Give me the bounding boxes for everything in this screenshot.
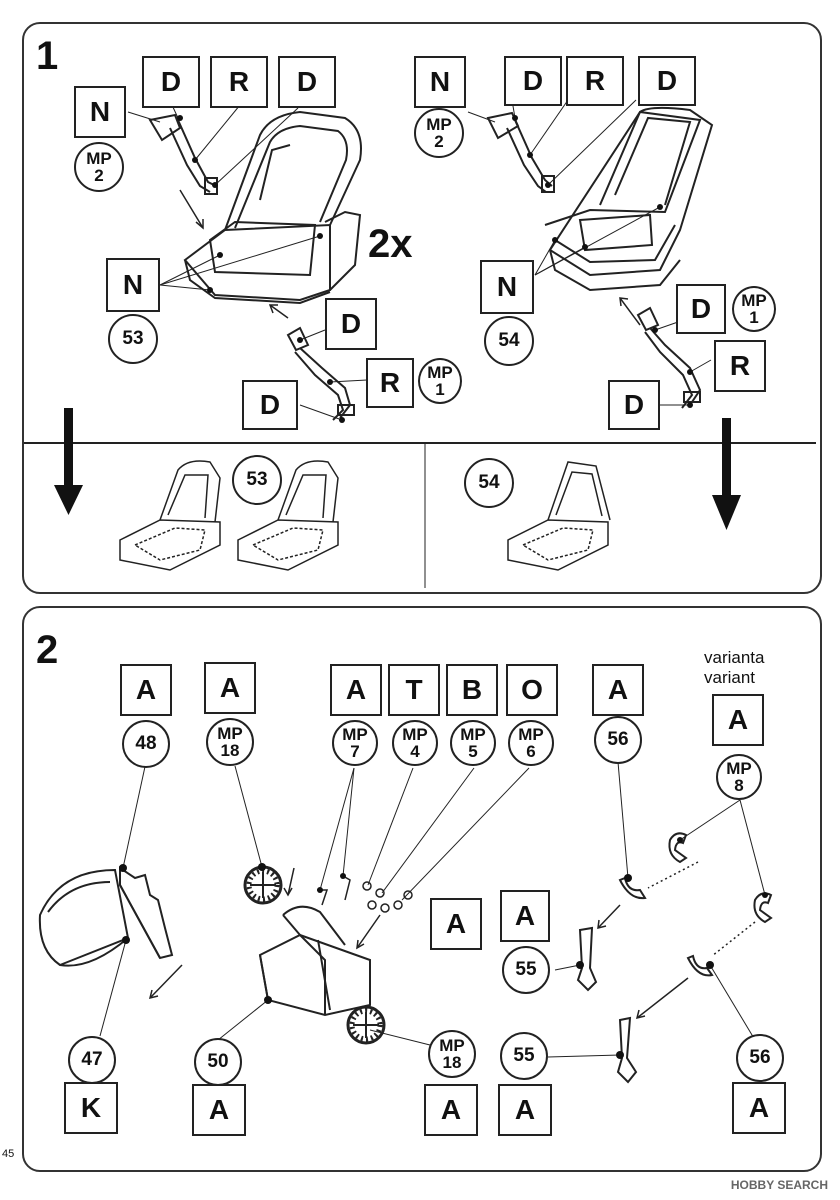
step2-box-a-48: A [120,664,172,716]
left-lower-label-d1: D [325,298,377,350]
right-belt-label-d2: D [638,56,696,106]
step2-box-a-50: A [192,1084,246,1136]
left-belt-label-r: R [210,56,268,108]
step2-box-a-55: A [498,1084,552,1136]
step-2-number: 2 [36,628,59,672]
big-down-arrows [54,408,741,530]
small-parts-drawing [317,875,413,913]
part-47-circle: 47 [68,1036,116,1084]
right-seat-drawing [544,106,714,292]
right-belt-label-d1: D [504,56,562,106]
part-53-circle: 53 [108,314,158,364]
part-55-mid-circle: 55 [502,946,550,994]
gear-wheel-top [243,865,283,905]
gear-wheel-bottom [346,1005,386,1045]
left-top-belt-drawing [148,113,218,195]
left-belt-label-d2: D [278,56,336,108]
variant-text-2: variant [704,668,756,687]
quantity-multiplier: 2x [368,222,413,266]
right-lower-belt-drawing [636,306,702,409]
right-lower-label-d2: D [608,380,660,430]
right-belt-label-r: R [566,56,624,106]
step2-box-k: K [64,1082,118,1134]
step-1-leader-lines [127,99,712,421]
part-50-circle: 50 [194,1038,242,1086]
step2-mid-box-a1: A [430,898,482,950]
step-1-result-seats [119,460,611,571]
step2-box-b-mp5: B [446,664,498,716]
step2-box-a-56: A [592,664,644,716]
right-top-belt-drawing [486,111,555,193]
part-56-top-circle: 56 [594,716,642,764]
result-54-circle: 54 [464,458,514,508]
seat-body-50-drawing [258,905,371,1017]
step2-box-a-mp7: A [330,664,382,716]
page-number: 45 [2,1148,15,1160]
cover-47-drawing [38,868,130,967]
left-seat-drawing [183,110,362,305]
step2-mid-box-a2: A [500,890,550,942]
step-1-number: 1 [36,34,59,78]
left-lower-label-d2: D [242,380,298,430]
step2-box-a-mp18-bottom: A [424,1084,478,1136]
right-belt-label-n: N [414,56,466,108]
result-53-circle: 53 [232,455,282,505]
step-2-arrows [148,861,756,1020]
part-55-bottom-circle: 55 [500,1032,548,1080]
right-lower-label-d1: D [676,284,726,334]
left-belt-label-d1: D [142,56,200,108]
panel-48-drawing [119,866,174,960]
left-seat-label-n: N [106,258,160,312]
part-48-circle: 48 [122,720,170,768]
left-belt-label-n: N [74,86,126,138]
step2-box-a-56-bottom: A [732,1082,786,1134]
step2-box-a-mp8: A [712,694,764,746]
right-lower-label-r: R [714,340,766,392]
part-56-bottom-circle: 56 [736,1034,784,1082]
attach-dots [119,115,768,1059]
variant-text-1: varianta [704,648,765,667]
right-seat-label-n: N [480,260,534,314]
left-lower-label-r: R [366,358,414,408]
step-2-leader-lines [99,761,766,1058]
step2-box-a-mp18: A [204,662,256,714]
step2-box-o-mp6: O [506,664,558,716]
watermark: HOBBY SEARCH [730,1178,828,1192]
step-1-arrows [179,189,641,326]
step2-box-t-mp4: T [388,664,440,716]
left-lower-belt-drawing [286,326,355,421]
part-54-circle: 54 [484,316,534,366]
